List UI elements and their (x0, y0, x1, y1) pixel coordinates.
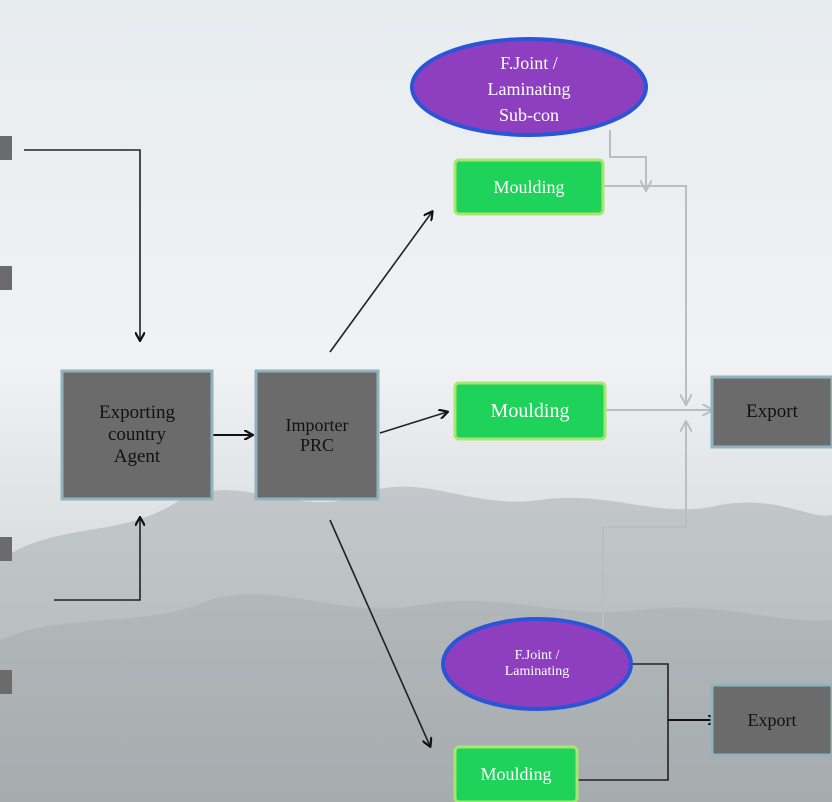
moulding-bottom-label: Moulding (480, 764, 552, 784)
left-edge-box-2 (0, 266, 12, 290)
sub-bottom-label-line1: F.Joint / (514, 648, 560, 663)
arrow-moulding-top-to-export (604, 185, 686, 404)
moulding-top-label: Moulding (493, 176, 565, 197)
arrow-sub-top-to-flow (609, 130, 646, 190)
agent-label-line3: Agent (113, 446, 161, 467)
sub-top-oval (410, 37, 648, 137)
moulding-mid-box (453, 381, 607, 441)
arrow-sub-bottom-to-export-bottom (578, 663, 669, 781)
agent-label-line2: country (107, 424, 167, 445)
importer-box (254, 369, 380, 501)
agent-label: Exporting country Agent (62, 371, 212, 499)
arrow-left-bottom-to-agent (54, 518, 140, 601)
export-bottom-label: Export (747, 709, 797, 730)
arrow-importer-to-moulding-bottom (329, 519, 430, 746)
sub-top-label-line2: Laminating (487, 79, 571, 99)
left-edge-box-1 (0, 136, 12, 160)
export-top-box (710, 375, 832, 449)
sub-top-label-line1: F.Joint / (500, 53, 558, 73)
agent-label-line1: Exporting (99, 402, 175, 423)
importer-label-line1: Importer (285, 415, 349, 435)
forest-silhouette (0, 486, 832, 802)
sub-bottom-label: F.Joint / Laminating (443, 629, 631, 699)
importer-label: Importer PRC (256, 371, 378, 499)
left-edge-box-4 (0, 670, 12, 694)
arrow-sub-bottom-to-export-top (602, 422, 686, 628)
sub-bottom-label-line2: Laminating (504, 664, 570, 679)
left-edge-box-3 (0, 537, 12, 561)
moulding-mid-label: Moulding (490, 399, 570, 422)
importer-label-line2: PRC (299, 435, 335, 455)
arrow-importer-to-moulding-mid (379, 412, 447, 434)
sub-top-label: F.Joint / Laminating Sub-con (412, 42, 646, 136)
arrow-importer-to-moulding-top (329, 212, 432, 353)
sub-bottom-oval (441, 617, 633, 711)
agent-box (60, 369, 214, 501)
arrow-left-top-to-agent (24, 149, 140, 340)
export-top-label: Export (746, 401, 798, 422)
export-bottom-box (710, 683, 832, 757)
moulding-bottom-box (453, 745, 579, 802)
moulding-top-box (453, 158, 605, 216)
sub-top-label-line3: Sub-con (499, 105, 559, 125)
